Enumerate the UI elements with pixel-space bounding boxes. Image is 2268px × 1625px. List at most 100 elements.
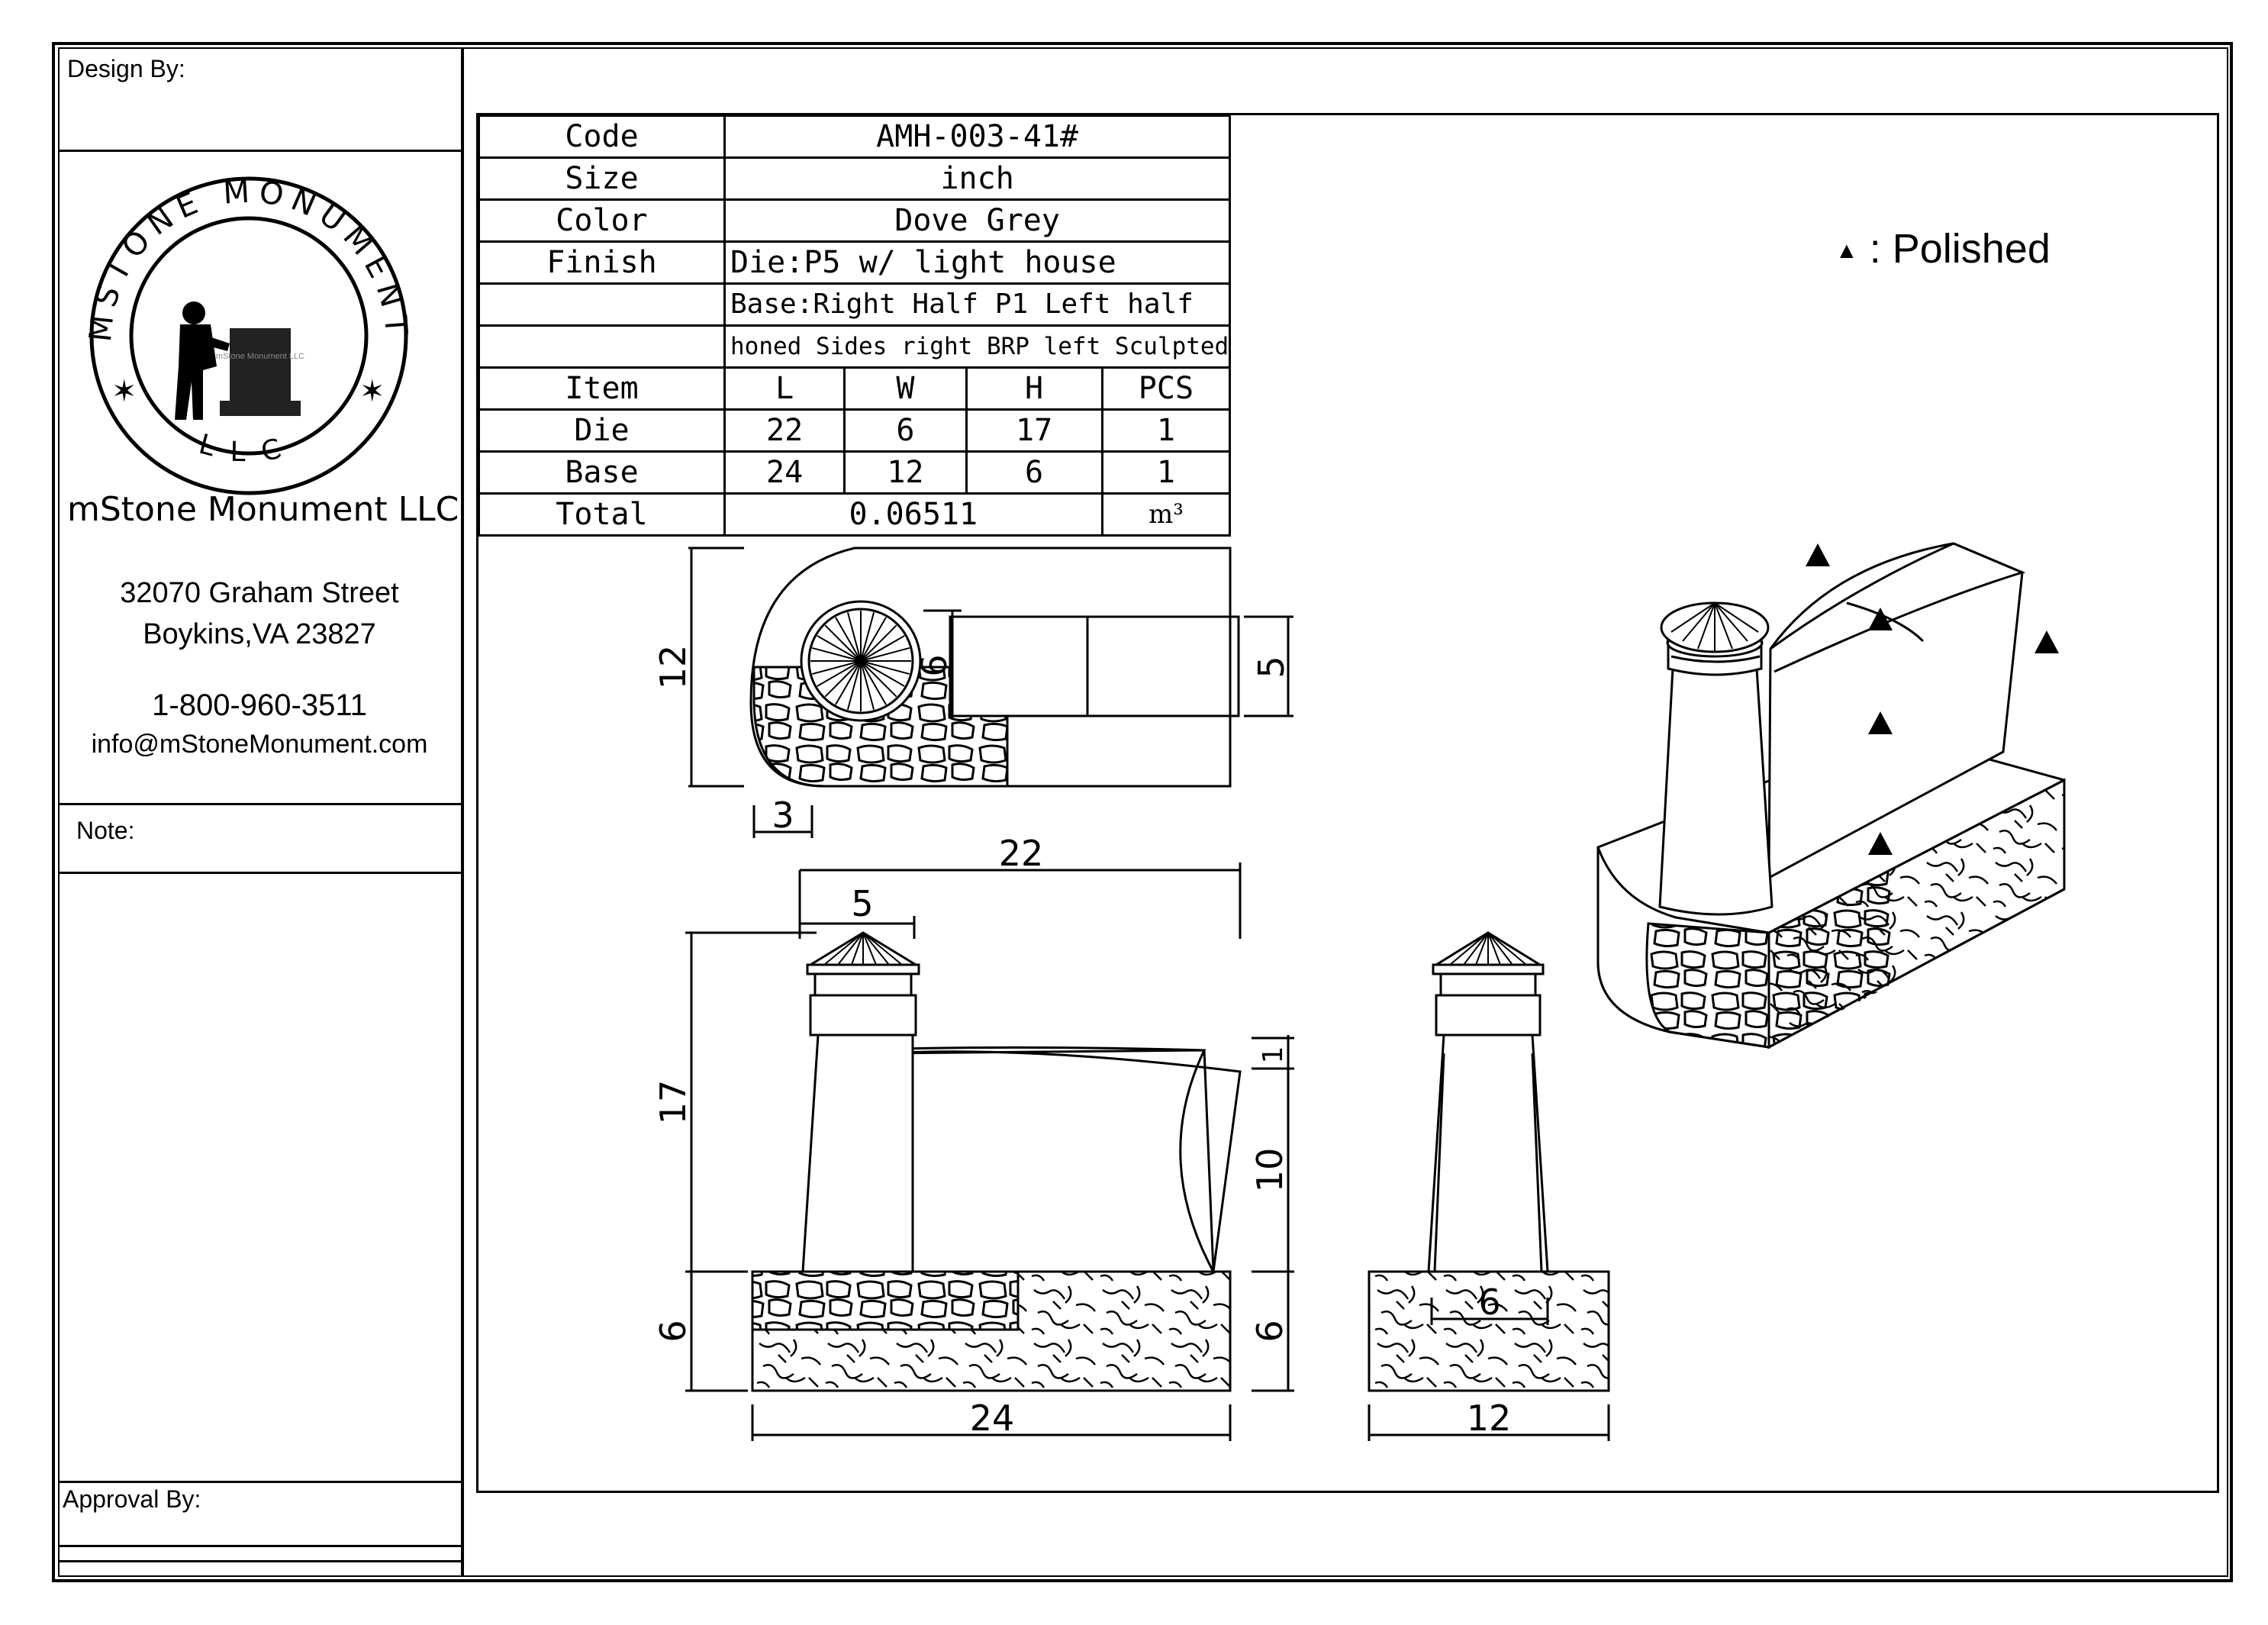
cap-spoke <box>860 660 887 705</box>
cap-spoke <box>860 660 910 675</box>
cap-spoke <box>860 660 905 687</box>
spec-table: Code AMH-003-41# Size inch Color Dove Gr… <box>478 114 1232 537</box>
top-view-die <box>949 615 1240 717</box>
dim-label: 5 <box>851 883 873 924</box>
cap-spoke <box>811 660 862 675</box>
cap-spoke <box>860 660 897 698</box>
dim-label: 5 <box>1251 656 1292 678</box>
color-label: Color <box>478 198 726 243</box>
address-line-2: Boykins,VA 23827 <box>143 618 376 650</box>
finish-empty-cell <box>478 324 726 369</box>
dim-label: 6 <box>1478 1282 1500 1323</box>
lighthouse-cap-top-view <box>800 600 922 722</box>
approval-by-label: Approval By: <box>63 1485 201 1513</box>
cap-spoke <box>860 635 905 662</box>
row-item: Die <box>478 408 726 453</box>
front-view-die <box>881 1049 1216 1273</box>
dim-label: 12 <box>652 645 694 690</box>
header-l: L <box>723 366 846 411</box>
divider <box>58 150 461 152</box>
cap-spoke <box>835 660 862 705</box>
iso-lighthouse-band <box>1670 655 1761 663</box>
cap-spoke <box>817 635 862 662</box>
stone-carver-icon <box>175 301 230 420</box>
total-value: 0.06511 <box>723 492 1103 537</box>
color-value: Dove Grey <box>723 198 1232 243</box>
total-unit: m³ <box>1100 492 1232 537</box>
design-by-label: Design By: <box>67 55 185 82</box>
triangle-icon: ▲ <box>1835 238 1858 263</box>
cap-spoke <box>860 617 887 662</box>
divider <box>58 1481 461 1483</box>
divider <box>58 803 461 805</box>
front-cap-ribs <box>823 932 903 966</box>
code-value: AMH-003-41# <box>723 114 1232 159</box>
size-value: inch <box>723 156 1232 201</box>
cap-spoke <box>860 660 875 711</box>
side-view-lighthouse-gallery <box>1439 972 1537 997</box>
row-w: 12 <box>843 450 968 495</box>
title-block-sidebar: Design By: MSTONE MONUMENT LLC ✶ ✶ mSton… <box>58 47 464 1577</box>
dim-label: 22 <box>999 833 1044 874</box>
cap-spoke <box>860 646 910 662</box>
row-h: 6 <box>965 450 1103 495</box>
side-view-lighthouse-rim <box>1432 963 1545 975</box>
cap-spoke <box>817 660 862 687</box>
cap-spoke <box>846 611 862 662</box>
cap-spoke <box>835 617 862 662</box>
finish-die: Die:P5 w/ light house <box>723 240 1232 285</box>
phone-number: 1-800-960-3511 <box>152 688 367 722</box>
triangle-icon <box>1868 832 1893 855</box>
dim-label: 6 <box>1249 1320 1290 1342</box>
triangle-icon <box>1806 543 1830 566</box>
divider <box>58 872 461 874</box>
company-logo: MSTONE MONUMENT LLC ✶ ✶ mStone Monument … <box>89 176 408 495</box>
company-name: mStone Monument LLC <box>67 490 459 529</box>
iso-lighthouse-tower <box>1658 667 1773 916</box>
front-view-base-rock <box>752 1330 1230 1391</box>
header-h: H <box>965 366 1103 411</box>
dim-label: 10 <box>1249 1148 1290 1193</box>
iso-die-top <box>1770 542 2026 673</box>
size-label: Size <box>478 156 726 201</box>
outer-frame <box>52 42 2233 1582</box>
iso-base-cobble <box>1645 922 1770 1049</box>
dim-label: 3 <box>772 795 794 836</box>
address-line-1: 32070 Graham Street <box>120 577 399 609</box>
side-view-lighthouse-tower <box>1427 1033 1549 1273</box>
headstone-icon <box>230 328 291 401</box>
front-view-base-cobble <box>751 1270 1020 1331</box>
side-view-die-edge <box>1433 1053 1445 1272</box>
star-icon: ✶ <box>359 375 385 408</box>
star-icon: ✶ <box>111 375 137 408</box>
inner-frame <box>58 47 2228 1577</box>
table-row: Base 24 12 6 1 <box>478 450 1232 495</box>
dim-label: 6 <box>913 654 955 676</box>
iso-base-edge <box>1768 779 2065 934</box>
headstone-base-icon <box>220 401 301 416</box>
triangle-icon <box>1868 608 1893 630</box>
row-pcs: 1 <box>1100 408 1232 453</box>
email-address: info@mStoneMonument.com <box>91 730 428 759</box>
front-view-lighthouse-lantern <box>809 994 917 1037</box>
row-item: Base <box>478 450 726 495</box>
finish-base: Base:Right Half P1 Left half <box>723 282 1232 327</box>
dim-label: 17 <box>652 1080 694 1125</box>
front-view-lighthouse-rim <box>806 963 920 975</box>
side-cap-ribs <box>1449 932 1527 966</box>
front-view-base-rock <box>1018 1272 1230 1330</box>
drawing-area <box>476 113 2219 1493</box>
front-view-die-curve <box>881 1050 1242 1272</box>
cap-spoke <box>811 646 862 662</box>
cap-spoke <box>824 624 862 662</box>
side-view-die-edge <box>1531 1053 1543 1272</box>
polished-markers <box>1806 543 2059 855</box>
divider <box>58 1560 461 1562</box>
table-row: Die 22 6 17 1 <box>478 408 1232 453</box>
cap-spoke <box>846 660 862 711</box>
side-view-lighthouse-lantern <box>1435 994 1542 1037</box>
front-view-lighthouse-tower <box>801 1033 914 1273</box>
finish-sides: honed Sides right BRP left Sculpted <box>723 324 1232 369</box>
header-item: Item <box>478 366 726 411</box>
iso-die-crease <box>1846 601 1925 643</box>
